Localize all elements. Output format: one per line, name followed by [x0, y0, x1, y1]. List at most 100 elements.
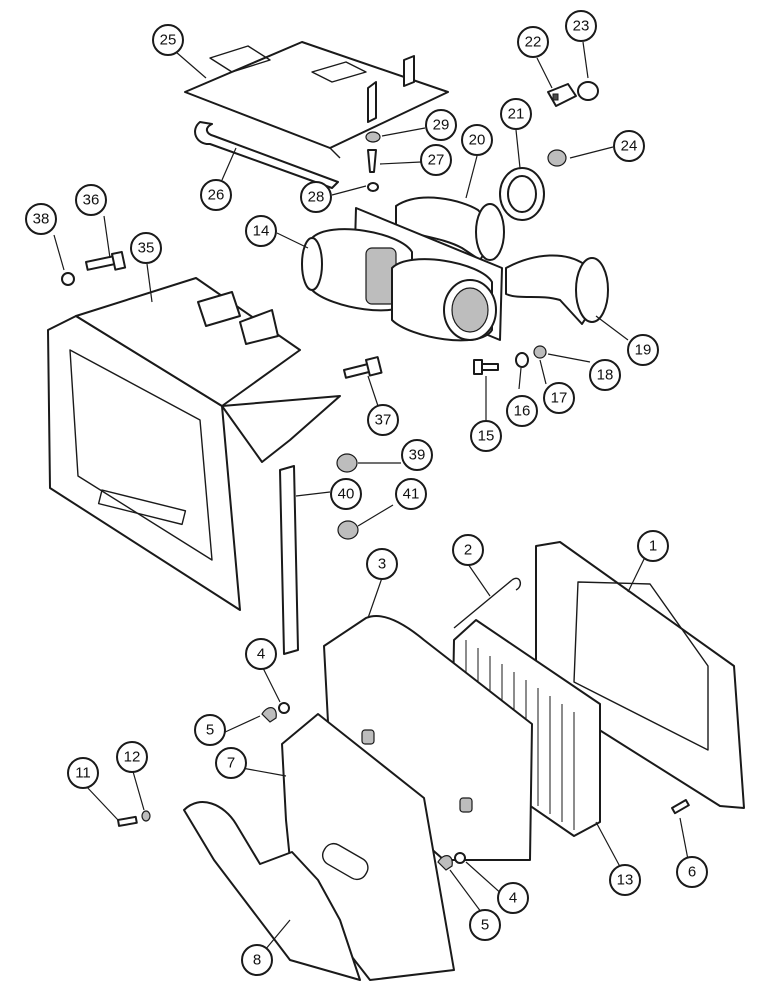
- callout-28-label: 28: [308, 189, 325, 206]
- callout-5-lower-label: 5: [481, 917, 489, 934]
- part-21-collar: [499, 167, 545, 221]
- callout-8: 8: [241, 944, 273, 976]
- callout-20-label: 20: [469, 132, 486, 149]
- part-6-screw: [671, 799, 690, 815]
- callout-26-label: 26: [208, 187, 225, 204]
- part-15-bolt: [473, 359, 499, 375]
- part-12-nut: [141, 810, 151, 822]
- callout-3-label: 3: [378, 556, 386, 573]
- part-27-screw: [367, 149, 377, 173]
- part-20-duct-elbow: [395, 196, 505, 261]
- callout-21-label: 21: [508, 106, 525, 123]
- callout-5-upper-label: 5: [206, 722, 214, 739]
- callout-37: 37: [367, 404, 399, 436]
- leader-lines: [53, 41, 691, 957]
- callout-11: 11: [67, 757, 99, 789]
- part-14-blower-assembly: [301, 207, 503, 342]
- callout-37-label: 37: [375, 412, 392, 429]
- callout-18: 18: [589, 359, 621, 391]
- callout-25-label: 25: [160, 32, 177, 49]
- callout-27: 27: [420, 144, 452, 176]
- callout-40-label: 40: [338, 486, 355, 503]
- callout-6-label: 6: [688, 864, 696, 881]
- part-4-lower-washer: [454, 852, 466, 864]
- callout-15-label: 15: [478, 428, 495, 445]
- callout-2-label: 2: [464, 542, 472, 559]
- callout-23-label: 23: [573, 18, 590, 35]
- callout-41: 41: [395, 478, 427, 510]
- callout-29-label: 29: [433, 117, 450, 134]
- part-16-washer: [515, 352, 529, 368]
- part-36-bolt: [85, 250, 127, 271]
- callout-16: 16: [506, 395, 538, 427]
- callout-16-label: 16: [514, 403, 531, 420]
- callout-7-label: 7: [227, 755, 235, 772]
- callout-12: 12: [116, 741, 148, 773]
- callout-27-label: 27: [428, 152, 445, 169]
- part-19-duct-elbow: [505, 254, 609, 325]
- part-24-grommet: [547, 149, 567, 167]
- part-17-nut: [533, 345, 547, 359]
- callout-14-label: 14: [253, 223, 270, 240]
- part-22-relay: [547, 83, 577, 107]
- callout-35-label: 35: [138, 240, 155, 257]
- callout-24-label: 24: [621, 138, 638, 155]
- part-29-grommet: [365, 131, 381, 143]
- callout-11-label: 11: [75, 765, 91, 782]
- part-25-cover-plate: [184, 41, 449, 159]
- callout-22: 22: [517, 26, 549, 58]
- callout-3: 3: [366, 548, 398, 580]
- callout-19-label: 19: [635, 342, 652, 359]
- callout-36: 36: [75, 184, 107, 216]
- callout-1: 1: [637, 530, 669, 562]
- callout-17-label: 17: [551, 390, 568, 407]
- callout-18-label: 18: [597, 367, 614, 384]
- part-40-seal-strip: [279, 465, 299, 655]
- callout-8-label: 8: [253, 952, 261, 969]
- callout-39: 39: [401, 439, 433, 471]
- callout-4-upper: 4: [245, 638, 277, 670]
- callout-28: 28: [300, 181, 332, 213]
- part-2-rod: [453, 577, 522, 629]
- callout-4-lower-label: 4: [509, 890, 517, 907]
- callout-38-label: 38: [33, 211, 50, 228]
- callout-24: 24: [613, 130, 645, 162]
- part-5-upper-wingnut: [261, 707, 277, 723]
- part-28-washer: [367, 182, 379, 192]
- callout-39-label: 39: [409, 447, 426, 464]
- part-23-cap: [577, 81, 599, 101]
- callout-25: 25: [152, 24, 184, 56]
- callout-40: 40: [330, 478, 362, 510]
- callout-13-label: 13: [617, 872, 634, 889]
- part-37-bolt: [343, 356, 383, 379]
- part-5-lower-wingnut: [437, 855, 453, 871]
- callout-12-label: 12: [124, 749, 141, 766]
- callout-4-lower: 4: [497, 882, 529, 914]
- callout-38: 38: [25, 203, 57, 235]
- callout-20: 20: [461, 124, 493, 156]
- callout-4-upper-label: 4: [257, 646, 265, 663]
- callout-29: 29: [425, 109, 457, 141]
- callout-35: 35: [130, 232, 162, 264]
- callout-5-lower: 5: [469, 909, 501, 941]
- callout-5-upper: 5: [194, 714, 226, 746]
- part-38-washer: [61, 272, 75, 286]
- callout-2: 2: [452, 534, 484, 566]
- callout-26: 26: [200, 179, 232, 211]
- callout-41-label: 41: [403, 486, 420, 503]
- part-41-grommet: [337, 520, 359, 540]
- part-39-grommet: [336, 453, 358, 473]
- callout-14: 14: [245, 215, 277, 247]
- callout-7: 7: [215, 747, 247, 779]
- callout-36-label: 36: [83, 192, 100, 209]
- part-11-screw: [116, 815, 138, 827]
- part-8-lower-shield: [183, 801, 361, 981]
- part-4-upper-washer: [278, 702, 290, 714]
- callout-13: 13: [609, 864, 641, 896]
- callout-21: 21: [500, 98, 532, 130]
- part-35-heater-housing: [47, 277, 341, 611]
- part-26-strap: [194, 121, 339, 189]
- callout-23: 23: [565, 10, 597, 42]
- callout-1-label: 1: [649, 538, 657, 555]
